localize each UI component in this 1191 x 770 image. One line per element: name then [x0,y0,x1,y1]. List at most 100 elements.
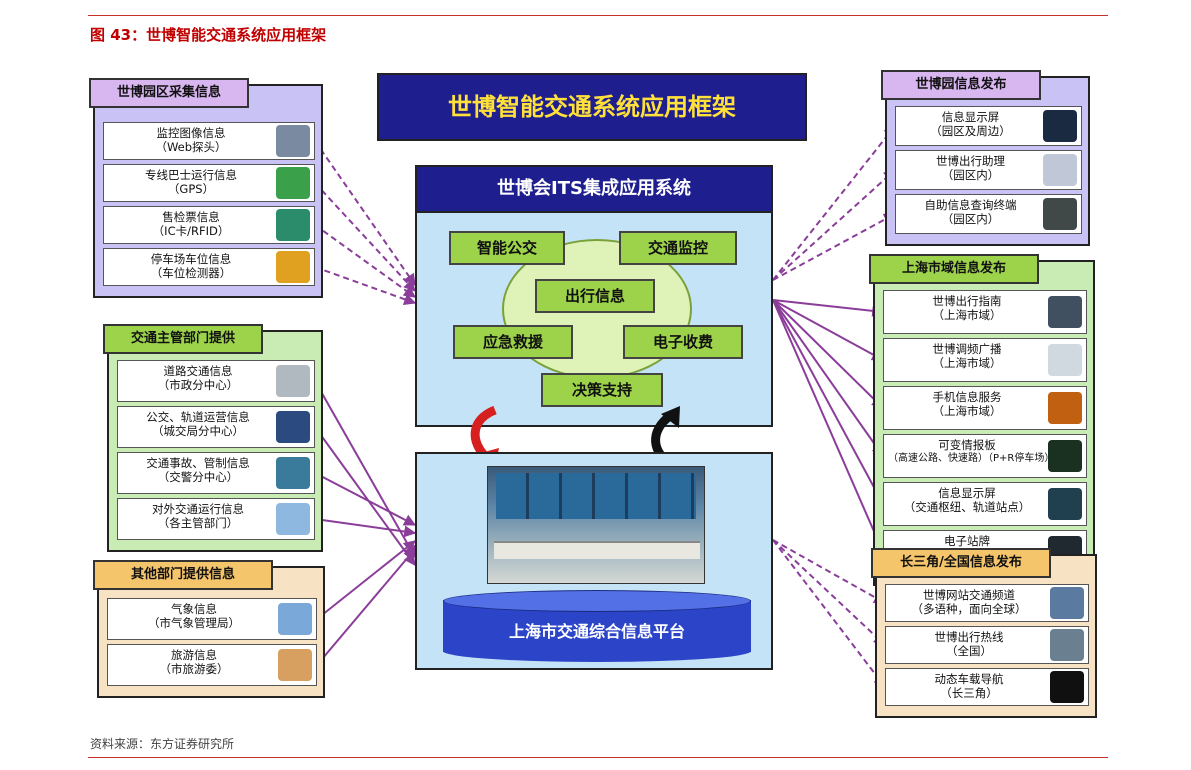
item-line: 动态车载导航 [934,672,1004,686]
left-connector-6 [314,472,417,526]
right-connector-8 [772,299,885,554]
item-line: 旅游信息 [171,648,217,662]
item-line: 自助信息查询终端 [924,198,1017,212]
airplane-icon [276,503,310,535]
right-connector-10 [772,539,886,646]
item-line: 道路交通信息 [163,364,233,378]
left-connector-9 [316,548,416,666]
right-item-1-0: 世博出行指南（上海市域） [883,290,1087,334]
item-line: （GPS） [167,182,215,196]
item-line: 停车场车位信息 [150,252,232,266]
left-item-0-3: 停车场车位信息（车位检测器） [103,248,315,286]
connector-layer [314,125,897,688]
item-line: 世博出行热线 [934,630,1004,644]
pda-icon [1043,154,1077,186]
right-item-2-2: 动态车载导航（长三角） [885,668,1089,706]
hotline-icon [1050,629,1084,661]
right-item-1-3: 可变情报板（高速公路、快速路）（P+R停车场） [883,434,1087,478]
left-connector-4 [314,380,416,559]
item-line: 监控图像信息 [156,126,226,140]
mobile-phone-icon [1048,392,1082,424]
right-item-1-2: 手机信息服务（上海市域） [883,386,1087,430]
item-line: （市政分中心） [157,378,239,392]
display-screen-icon [1043,110,1077,142]
item-line: 信息显示屏 [941,110,1000,124]
right-group-title-1: 上海市域信息发布 [869,254,1039,284]
variable-sign-icon [1048,440,1082,472]
item-line: （高速公路、快速路）（P+R停车场） [888,453,1055,464]
weather-icon [278,603,312,635]
item-line: （园区内） [941,168,1000,182]
left-connector-5 [314,426,416,566]
platform-label: 上海市交通综合信息平台 [508,622,685,641]
item-line: 气象信息 [171,602,217,616]
left-item-1-3: 对外交通运行信息（各主管部门） [117,498,315,540]
database-cylinder: 上海市交通综合信息平台 [443,590,751,662]
item-line: （上海市域） [932,404,1002,418]
item-line: 世博出行助理 [936,154,1005,168]
item-line: 可变情报板 [938,438,996,452]
right-item-0-2: 自助信息查询终端（园区内） [895,194,1082,234]
item-line: 售检票信息 [162,210,220,224]
right-item-2-1: 世博出行热线（全国） [885,626,1089,664]
right-connector-5 [772,299,884,409]
right-connector-6 [772,299,884,457]
item-line: （园区及周边） [930,124,1011,138]
module-emergency-rescue: 应急救援 [453,325,573,359]
module-smart-bus: 智能公交 [449,231,565,265]
item-line: 电子站牌 [944,534,990,548]
left-connector-1 [314,182,416,292]
website-icon [1050,587,1084,619]
source-note: 资料来源：东方证券研究所 [90,737,235,751]
left-item-2-0: 气象信息（市气象管理局） [107,598,317,640]
metro-train-icon [276,411,310,443]
item-line: 世博出行指南 [932,294,1002,308]
top-rule [88,15,1108,16]
left-connector-8 [316,540,416,620]
left-item-0-0: 监控图像信息（Web探头） [103,122,315,160]
right-item-0-1: 世博出行助理（园区内） [895,150,1082,190]
left-connector-0 [314,140,416,286]
control-room-photo [487,466,705,584]
item-line: 世博调频广播 [932,342,1002,356]
kiosk-icon [1043,198,1077,230]
item-line: （IC卡/RFID） [152,224,230,238]
item-line: （车位检测器） [150,266,232,280]
module-travel-info: 出行信息 [535,279,655,313]
left-item-1-0: 道路交通信息（市政分中心） [117,360,315,402]
item-line: （园区内） [941,212,1000,226]
guide-book-icon [1048,296,1082,328]
left-connector-7 [314,518,417,538]
left-item-0-1: 专线巴士运行信息（GPS） [103,164,315,202]
left-connector-2 [314,224,416,298]
item-line: （多语种，面向全球） [911,602,1027,616]
right-connector-2 [772,213,897,281]
main-title-banner: 世博智能交通系统应用框架 [377,73,807,141]
left-group-title-0: 世博园区采集信息 [89,78,249,108]
diagram-canvas: 世博智能交通系统应用框架 世博会ITS集成应用系统 智能公交 交通监控 出行信息… [85,70,1105,718]
bus-icon [276,167,310,199]
tourist-icon [278,649,312,681]
module-decision-support: 决策支持 [541,373,663,407]
item-line: 公交、轨道运营信息 [146,410,250,424]
parking-sensor-icon [276,251,310,283]
item-line: （上海市域） [932,356,1002,370]
right-item-1-1: 世博调频广播（上海市域） [883,338,1087,382]
item-line: 世博网站交通频道 [923,588,1015,602]
item-line: （上海市域） [932,308,1002,322]
card-reader-icon [276,209,310,241]
item-line: 交通事故、管制信息 [146,456,250,470]
traffic-monitor-icon [276,457,310,489]
right-group-title-0: 世博园信息发布 [881,70,1041,100]
item-line: 手机信息服务 [932,390,1002,404]
right-group-title-2: 长三角/全国信息发布 [871,548,1051,578]
right-item-2-0: 世博网站交通频道（多语种，面向全球） [885,584,1089,622]
camera-icon [276,125,310,157]
left-item-1-1: 公交、轨道运营信息（城交局分中心） [117,406,315,448]
left-item-0-2: 售检票信息（IC卡/RFID） [103,206,315,244]
bottom-rule [88,757,1108,758]
item-line: （长三角） [940,686,998,700]
car-icon [276,365,310,397]
right-connector-9 [772,539,887,604]
left-group-title-1: 交通主管部门提供 [103,324,263,354]
